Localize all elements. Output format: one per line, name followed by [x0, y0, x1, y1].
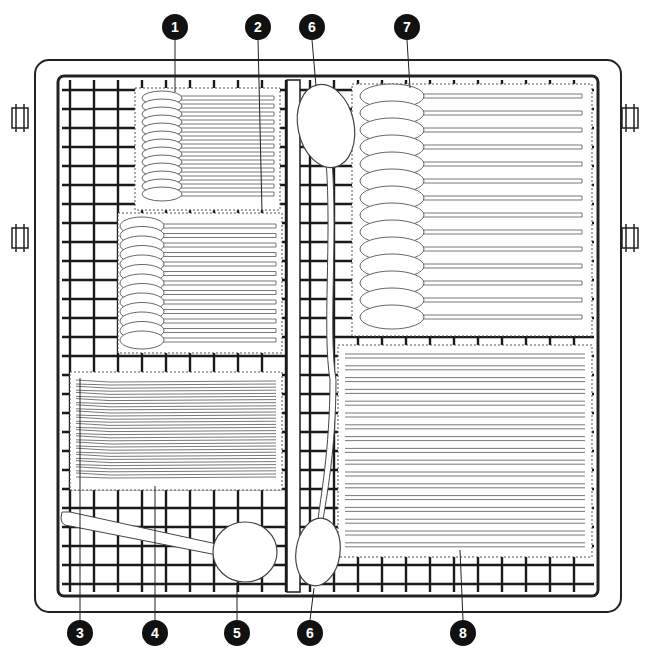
- leader-line: [312, 40, 316, 86]
- serving-spoon-head: [213, 522, 277, 582]
- knife: [345, 425, 585, 429]
- callout-badge: 1: [162, 14, 188, 40]
- teaspoon: [142, 187, 274, 201]
- fork: [76, 442, 276, 447]
- callout-badge: 8: [450, 620, 476, 646]
- knife: [345, 413, 585, 417]
- knife: [345, 401, 585, 405]
- callout-circles: [67, 14, 476, 646]
- knife: [345, 531, 585, 535]
- callout-number: 6: [306, 626, 314, 640]
- ladle-handle: [318, 160, 336, 520]
- callout-circle: [297, 620, 323, 646]
- leader-line: [175, 40, 176, 92]
- callout-number: 8: [459, 626, 467, 640]
- fork: [76, 461, 276, 466]
- callout-badge: 5: [224, 620, 250, 646]
- leader-line: [460, 550, 463, 620]
- knife: [345, 389, 585, 393]
- fork: [76, 473, 276, 478]
- knife: [345, 484, 585, 488]
- callout-badge: 6: [297, 620, 323, 646]
- leader-line: [80, 378, 81, 620]
- clip: [622, 224, 638, 252]
- fork: [76, 405, 276, 410]
- fork: [76, 467, 276, 472]
- leader-lines: [80, 40, 463, 620]
- leader-line: [237, 584, 238, 620]
- zone-outline: [118, 213, 282, 353]
- fork: [76, 436, 276, 441]
- soup-spoon: [360, 305, 582, 329]
- basket-rim: [58, 76, 598, 596]
- callout-circle: [224, 620, 250, 646]
- leader-line: [155, 486, 156, 620]
- ladle-head: [290, 79, 362, 173]
- clip: [622, 104, 638, 132]
- fork: [76, 448, 276, 453]
- zone-outline: [135, 88, 280, 210]
- knife: [345, 354, 585, 358]
- knife: [345, 507, 585, 511]
- callout-number: 4: [151, 626, 159, 640]
- callout-number: 5: [233, 626, 241, 640]
- callout-number: 6: [308, 20, 316, 34]
- knife: [345, 543, 585, 547]
- callout-circle: [299, 14, 325, 40]
- clip: [12, 104, 28, 132]
- callout-circle: [450, 620, 476, 646]
- grid-wires: [62, 80, 594, 592]
- callout-number: 2: [254, 20, 262, 34]
- knife: [345, 448, 585, 452]
- tablespoon: [120, 331, 276, 349]
- fork: [76, 417, 276, 422]
- fork: [76, 454, 276, 459]
- callout-circle: [142, 620, 168, 646]
- callout-number: 7: [403, 20, 411, 34]
- wire-grid: [62, 80, 594, 592]
- center-divider: [287, 80, 300, 592]
- callout-badge: 2: [245, 14, 271, 40]
- knife: [345, 460, 585, 464]
- basket-frame: [35, 60, 621, 612]
- callout-circle: [67, 620, 93, 646]
- zone-outline: [352, 84, 592, 336]
- fork: [76, 380, 276, 385]
- fork: [76, 411, 276, 416]
- zone-outline: [338, 345, 592, 557]
- callout-number: 1: [171, 20, 179, 34]
- fork: [76, 430, 276, 435]
- callout-badge: 6: [299, 14, 325, 40]
- callout-badge: 3: [67, 620, 93, 646]
- callout-circle: [245, 14, 271, 40]
- leader-line: [258, 40, 262, 212]
- zone-outline: [70, 372, 282, 490]
- knife: [345, 472, 585, 476]
- knife: [345, 437, 585, 441]
- callout-badge: 7: [394, 14, 420, 40]
- knife: [345, 378, 585, 382]
- serving-spoon-handle: [61, 512, 226, 556]
- cutlery: [61, 79, 592, 589]
- fork: [76, 392, 276, 397]
- knife: [345, 366, 585, 370]
- leader-line: [310, 588, 314, 620]
- fork: [76, 386, 276, 391]
- ladle-head: [291, 515, 344, 588]
- knife: [345, 496, 585, 500]
- fork: [76, 399, 276, 404]
- callout-circle: [162, 14, 188, 40]
- callout-circle: [394, 14, 420, 40]
- clip: [12, 224, 28, 252]
- callout-number: 3: [76, 626, 84, 640]
- knife: [345, 519, 585, 523]
- fork: [76, 423, 276, 428]
- leader-line: [407, 40, 410, 88]
- callout-badge: 4: [142, 620, 168, 646]
